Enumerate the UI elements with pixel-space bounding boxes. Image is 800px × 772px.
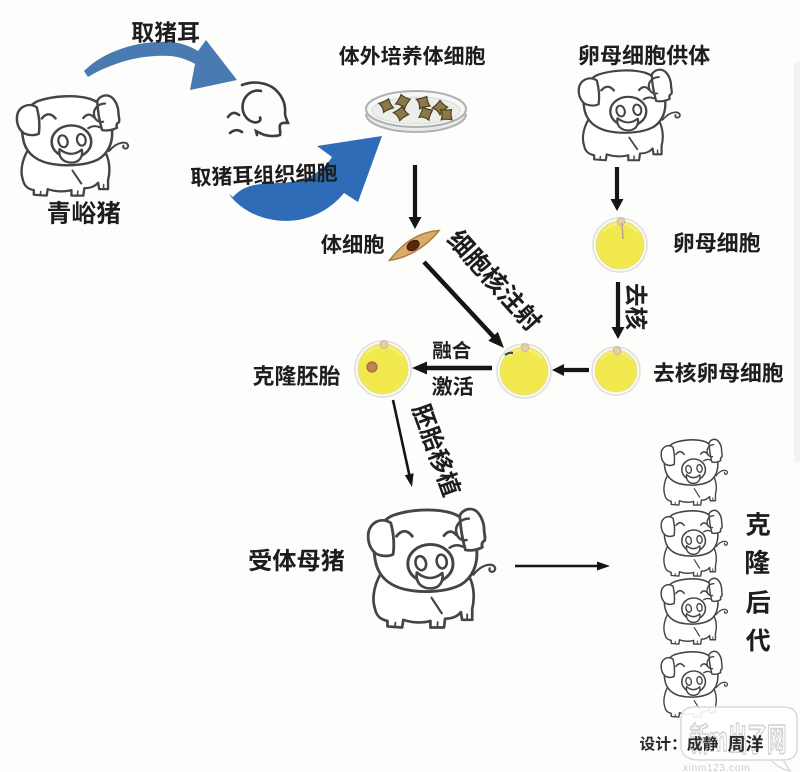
svg-text:xinm123.com: xinm123.com [683, 763, 750, 772]
